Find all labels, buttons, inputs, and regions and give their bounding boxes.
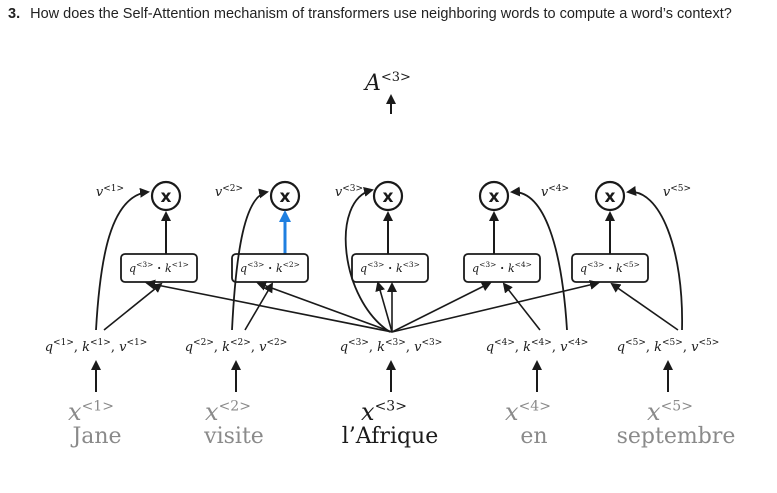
key-line	[103, 282, 163, 331]
key-line	[244, 282, 274, 331]
question-text: 3. How does the Self-Attention mechanism …	[8, 6, 773, 22]
question-body: How does the Self-Attention mechanism of…	[30, 6, 732, 22]
output-label: A<3>	[363, 70, 411, 96]
dot-product-label: q<3> · k<4>	[472, 260, 532, 275]
input-embedding-label: x<5>	[647, 398, 693, 426]
value-path	[231, 188, 269, 331]
input-word: septembre	[617, 424, 736, 449]
value-path	[344, 187, 391, 333]
question-number: 3.	[8, 6, 21, 22]
dot-product-box	[571, 253, 649, 283]
key-line	[502, 282, 541, 331]
dot-product-label: q<3> · k<3>	[360, 260, 420, 275]
dot-product-label: q<3> · k<1>	[129, 260, 189, 275]
dot-product-label: q<3> · k<5>	[580, 260, 640, 275]
multiply-symbol: x	[605, 187, 616, 207]
qkv-label: q<4>, k<4>, v<4>	[486, 338, 589, 355]
value-path	[95, 187, 150, 331]
qkv-label: q<3>, k<3>, v<3>	[340, 338, 443, 355]
value-label: v<4>	[541, 184, 569, 200]
key-line	[610, 282, 679, 331]
value-label: v<3>	[335, 184, 363, 200]
dot-product-label: q<3> · k<2>	[240, 260, 300, 275]
dot-product-box	[120, 253, 198, 283]
query-line	[391, 279, 600, 333]
multiply-symbol: x	[383, 187, 394, 207]
multiply-node	[372, 180, 404, 212]
qkv-label: q<1>, k<1>, v<1>	[45, 338, 148, 355]
value-label: v<2>	[215, 184, 243, 200]
value-label: v<1>	[96, 184, 124, 200]
query-line	[375, 281, 393, 333]
query-line	[145, 279, 393, 333]
input-embedding-label: x<2>	[205, 398, 251, 426]
qkv-label: q<2>, k<2>, v<2>	[185, 338, 288, 355]
input-word: visite	[203, 424, 264, 449]
multiply-node	[478, 180, 510, 212]
qkv-label: q<5>, k<5>, v<5>	[617, 338, 720, 355]
multiply-node	[594, 180, 626, 212]
input-word: Jane	[70, 424, 121, 449]
input-embedding-label: x<1>	[68, 398, 114, 426]
value-label: v<5>	[663, 184, 691, 200]
input-embedding-label: x<3>	[361, 398, 407, 426]
input-word: l’Afrique	[342, 424, 439, 449]
query-line	[256, 281, 393, 333]
dot-product-box	[463, 253, 541, 283]
multiply-node	[150, 180, 182, 212]
multiply-symbol: x	[161, 187, 172, 207]
query-line	[391, 282, 492, 333]
value-path	[626, 186, 683, 331]
multiply-symbol: x	[489, 187, 500, 207]
dot-product-box	[231, 253, 309, 283]
input-embedding-label: x<4>	[505, 398, 551, 426]
multiply-symbol: x	[280, 187, 291, 207]
input-word: en	[520, 424, 547, 449]
value-path	[510, 186, 568, 331]
